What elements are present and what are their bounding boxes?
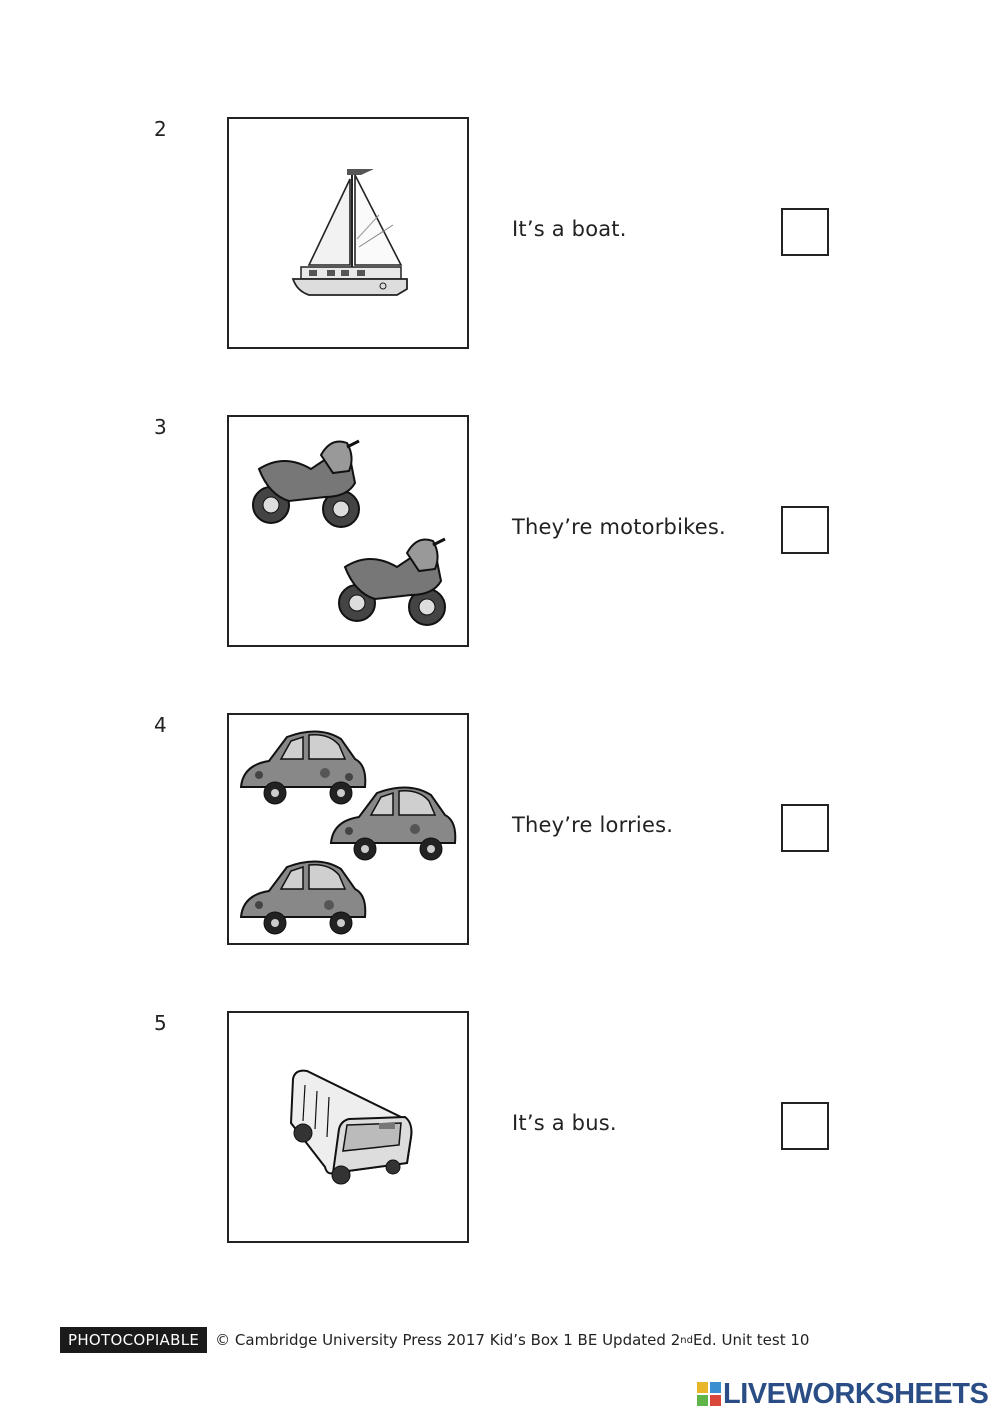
edition-superscript: nd	[680, 1334, 693, 1346]
answer-checkbox[interactable]	[781, 506, 829, 554]
motorbike-icon	[252, 439, 446, 626]
answer-checkbox[interactable]	[781, 804, 829, 852]
question-sentence: It’s a bus.	[512, 1111, 617, 1135]
question-number: 5	[154, 1011, 167, 1035]
brand-text: LIVEWORKSHEETS	[723, 1377, 989, 1410]
answer-checkbox[interactable]	[781, 208, 829, 256]
question-item-2: 2 It’s a boat.	[0, 117, 1000, 349]
sailboat-icon	[291, 169, 408, 296]
bus-picture	[227, 1011, 469, 1243]
question-item-4: 4	[0, 713, 1000, 945]
question-sentence: They’re lorries.	[512, 813, 674, 837]
question-item-5: 5 It’s a bus.	[0, 1011, 1000, 1243]
bus-icon	[289, 1069, 413, 1185]
question-sentence: They’re motorbikes.	[512, 515, 726, 539]
copyright-text-end: Ed. Unit test 10	[692, 1331, 810, 1349]
sailboat-picture	[227, 117, 469, 349]
motorbikes-picture	[227, 415, 469, 647]
liveworksheets-brand: LIVEWORKSHEETS	[697, 1377, 989, 1410]
question-number: 4	[154, 713, 167, 737]
question-number: 2	[154, 117, 167, 141]
liveworksheets-logo-icon	[697, 1382, 721, 1406]
copyright-text: © Cambridge University Press 2017 Kid’s …	[215, 1331, 681, 1349]
photocopiable-badge: PHOTOCOPIABLE	[60, 1327, 208, 1353]
question-number: 3	[154, 415, 167, 439]
question-sentence: It’s a boat.	[512, 217, 627, 241]
answer-checkbox[interactable]	[781, 1102, 829, 1150]
cars-picture	[227, 713, 469, 945]
car-icon	[239, 730, 457, 935]
question-item-3: 3 They’re motorbikes.	[0, 415, 1000, 647]
copyright-footer: PHOTOCOPIABLE © Cambridge University Pre…	[60, 1327, 809, 1353]
